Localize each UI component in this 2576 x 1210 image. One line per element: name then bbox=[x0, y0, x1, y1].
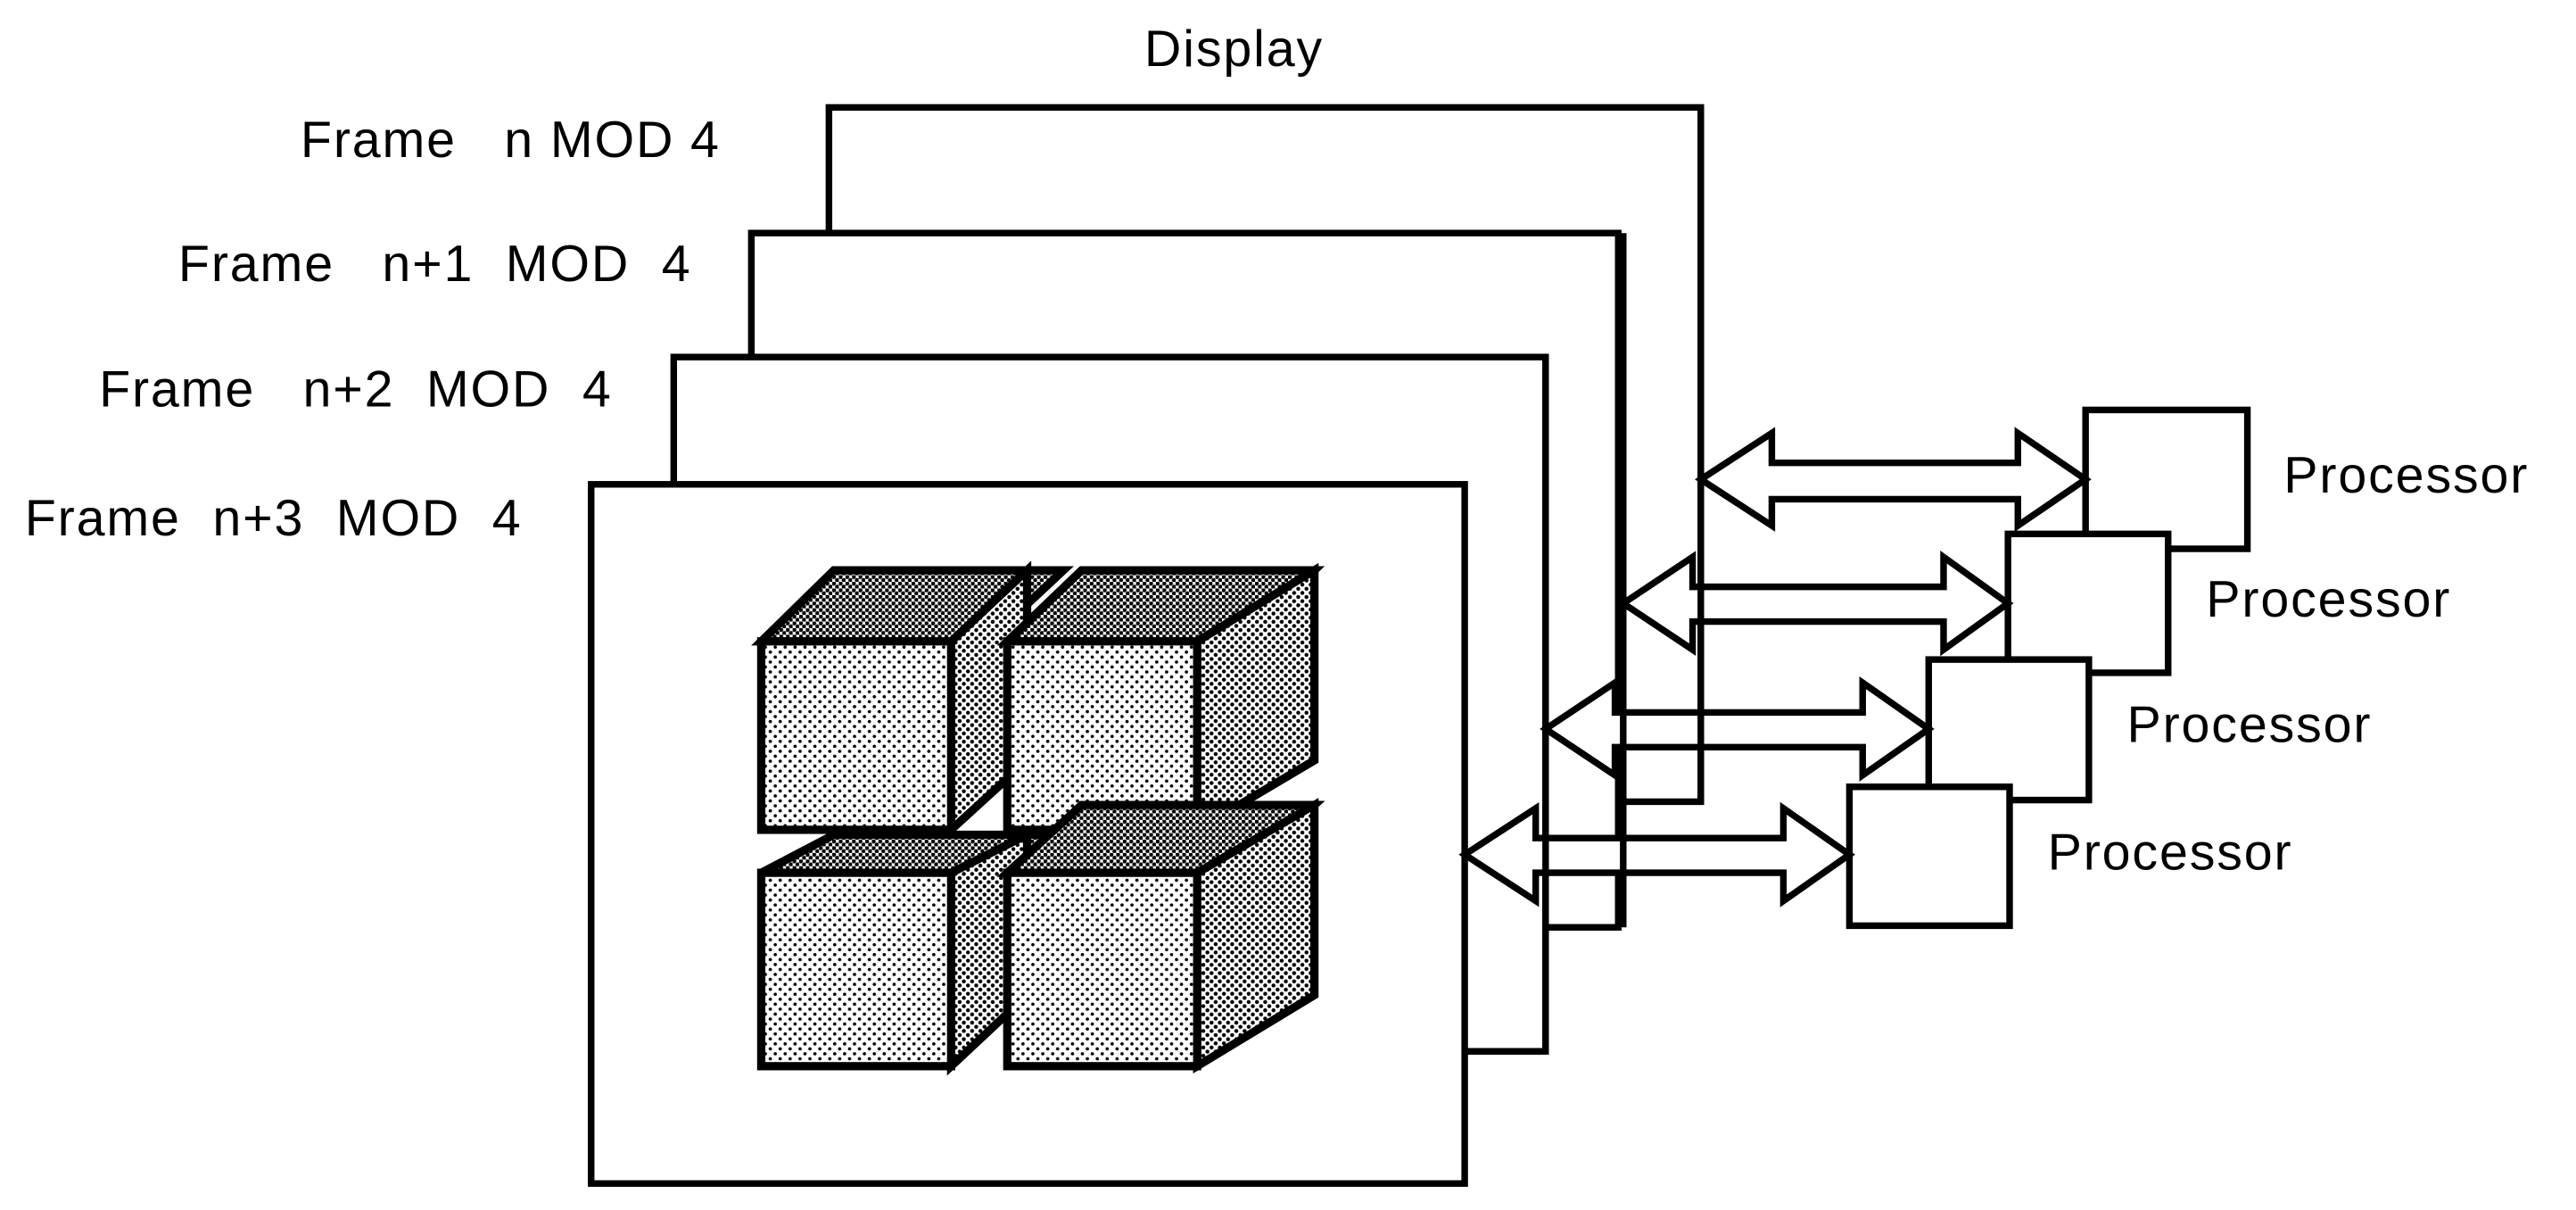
bus-arrow-4 bbox=[1458, 801, 1855, 908]
frame-3-label: Frame n+3 MOD 4 bbox=[25, 490, 523, 547]
processor-3-box bbox=[1925, 656, 2093, 804]
processor-1-label: Processor bbox=[2283, 447, 2529, 504]
cube-front-face bbox=[756, 637, 955, 834]
processor-4-label: Processor bbox=[2048, 824, 2293, 881]
bus-arrow-2 bbox=[1617, 551, 2014, 657]
cube-front-face bbox=[756, 868, 955, 1071]
cube-front-face bbox=[1003, 868, 1201, 1071]
cube-front-face bbox=[1003, 637, 1201, 834]
processor-2-box bbox=[2004, 530, 2172, 676]
processor-3-label: Processor bbox=[2126, 697, 2372, 754]
cube-block bbox=[751, 560, 1325, 1076]
frame-1-label: Frame n+1 MOD 4 bbox=[178, 236, 692, 293]
processor-4-box bbox=[1845, 783, 2013, 930]
cube-bottom-right bbox=[996, 798, 1325, 1074]
processor-2-label: Processor bbox=[2206, 571, 2451, 628]
processor-1-box bbox=[2082, 406, 2251, 552]
cube-top-right bbox=[996, 562, 1325, 838]
bus-arrow-3 bbox=[1540, 675, 1935, 782]
display-title: Display bbox=[1144, 21, 1324, 78]
frame-0-label: Frame n MOD 4 bbox=[301, 112, 721, 169]
frame-2-label: Frame n+2 MOD 4 bbox=[99, 361, 613, 419]
bus-arrow-1 bbox=[1695, 427, 2092, 533]
